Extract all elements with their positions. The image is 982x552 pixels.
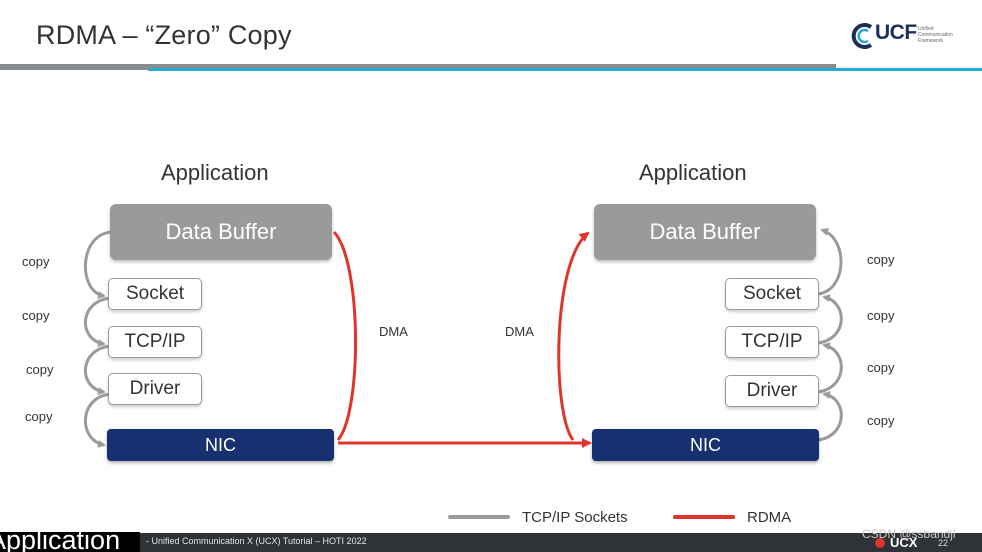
right-dma-label: DMA [505, 324, 534, 339]
header-accent-divider [148, 68, 982, 71]
right-tcpip-layer: TCP/IP [725, 326, 819, 358]
left-copy-arrow-2 [83, 296, 113, 348]
subtitle-overlay: Application [0, 532, 140, 552]
legend-tcpip-label: TCP/IP Sockets [522, 509, 628, 526]
left-copy-arrow-3 [83, 344, 113, 396]
left-driver-layer: Driver [108, 373, 202, 405]
footer-brand: UCX [890, 535, 918, 550]
left-copy-label-1: copy [22, 254, 50, 269]
right-application-label: Application [639, 160, 747, 185]
right-nic: NIC [592, 429, 819, 461]
rdma-dma-right [557, 231, 590, 441]
right-copy-arrow-1 [817, 391, 843, 442]
rdma-arrows [332, 230, 592, 448]
right-socket-layer: Socket [725, 278, 819, 310]
left-nic: NIC [107, 429, 334, 461]
right-copy-arrows [817, 227, 843, 442]
watermark-text: CSDN @ssbandjl [862, 527, 956, 541]
left-copy-arrow-1 [83, 230, 113, 300]
right-copy-label-1: copy [867, 252, 895, 267]
left-copy-arrow-4 [83, 392, 113, 448]
left-socket-layer: Socket [108, 278, 202, 310]
slide-footer: - Unified Communication X (UCX) Tutorial… [0, 533, 982, 552]
header-divider [0, 64, 836, 70]
right-copy-label-4: copy [867, 413, 895, 428]
left-copy-label-2: copy [22, 308, 50, 323]
legend-rdma-label: RDMA [747, 509, 792, 526]
right-copy-arrow-2 [817, 342, 843, 394]
logo-wordmark: UCF [875, 21, 917, 44]
footer-caption: - Unified Communication X (UCX) Tutorial… [146, 536, 367, 546]
right-copy-label-3: copy [867, 360, 895, 375]
footer-page-number: 22 [938, 538, 949, 548]
left-copy-label-4: copy [25, 409, 53, 424]
logo-subtitle: Unified Communication Framework [918, 26, 953, 44]
right-copy-arrow-4 [817, 227, 843, 296]
rdma-dma-left [332, 230, 357, 441]
left-data-buffer: Data Buffer [110, 204, 332, 260]
right-copy-arrow-3 [817, 294, 843, 345]
right-copy-label-2: copy [867, 308, 895, 323]
ucx-logo-icon [875, 538, 885, 548]
ucf-logo: UCF Unified Communication Framework [851, 19, 966, 53]
right-driver-layer: Driver [725, 375, 819, 407]
right-data-buffer: Data Buffer [594, 204, 816, 260]
left-application-label: Application [161, 160, 269, 185]
ucf-logo-icon [851, 23, 873, 49]
left-copy-arrows [83, 230, 113, 448]
left-copy-label-3: copy [26, 362, 54, 377]
slide-title: RDMA – “Zero” Copy [36, 20, 292, 50]
left-dma-label: DMA [379, 324, 408, 339]
legend-tcpip-swatch [448, 515, 510, 519]
subtitle-overlay-text: Application [0, 532, 121, 552]
left-tcpip-layer: TCP/IP [108, 326, 202, 358]
legend-rdma-swatch [673, 515, 735, 519]
